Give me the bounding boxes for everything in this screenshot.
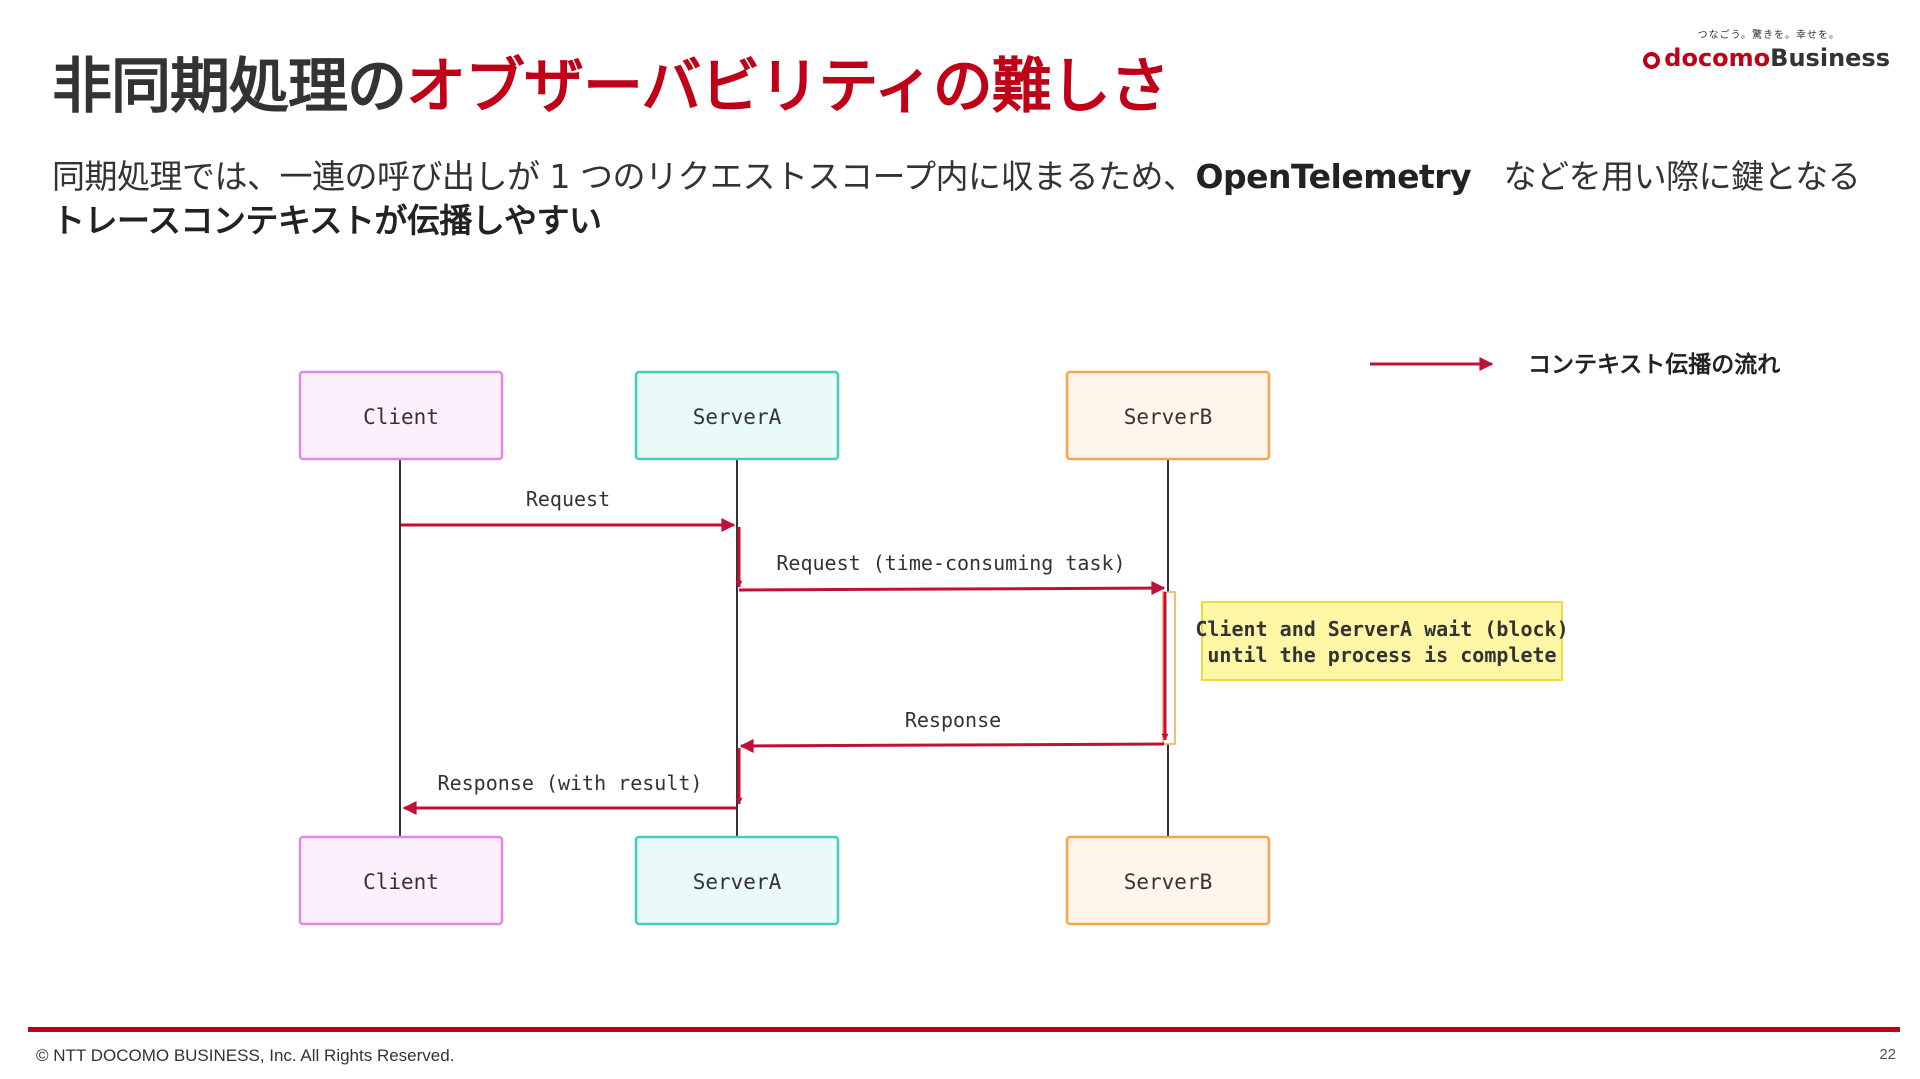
- title-main: 非同期処理の: [52, 52, 407, 122]
- logo-business: Business: [1770, 44, 1890, 72]
- message-label-response: Response: [905, 708, 1001, 732]
- participant-label: Client: [363, 870, 439, 894]
- slide-subtitle: 同期処理では、一連の呼び出しが 1 つのリクエストスコープ内に収まるため、Ope…: [52, 155, 1892, 243]
- slide-title: 非同期処理のオブザーバビリティの難しさ: [52, 44, 1170, 130]
- participant-label: ServerA: [693, 870, 782, 894]
- participant-client-top: [298, 370, 504, 461]
- participant-label: ServerB: [1124, 870, 1213, 894]
- logo-ring-icon: [1643, 52, 1661, 69]
- copyright-text: © NTT DOCOMO BUSINESS, Inc. All Rights R…: [36, 1046, 455, 1065]
- participant-label: ServerA: [693, 405, 782, 429]
- participant-serverb-top: [1065, 370, 1271, 461]
- blocking-note: [1201, 601, 1563, 681]
- participant-servera-top: [634, 370, 840, 461]
- footer-divider: [28, 1027, 1900, 1032]
- subtitle-bold-opentelemetry: OpenTelemetry: [1195, 157, 1472, 196]
- subtitle-part2: などを用い際に鍵となる: [1471, 157, 1861, 196]
- subtitle-part1: 同期処理では、一連の呼び出しが 1 つのリクエストスコープ内に収まるため、: [52, 157, 1196, 196]
- participant-client-bottom: [298, 835, 504, 926]
- message-label-request: Request: [526, 487, 610, 511]
- message-label-response-result: Response (with result): [438, 771, 703, 795]
- legend-label: コンテキスト伝播の流れ: [1528, 351, 1780, 378]
- participant-serverb-bottom: [1065, 835, 1271, 926]
- logo-docomo: docomo: [1664, 44, 1771, 72]
- participant-servera-bottom: [634, 835, 840, 926]
- page-number: 22: [1879, 1046, 1896, 1063]
- message-label-request-task: Request (time-consuming task): [776, 551, 1125, 575]
- title-accent: オブザーバビリティの難しさ: [406, 52, 1170, 122]
- message-arrow-request-task: [738, 581, 1166, 596]
- subtitle-bold-trace-context: トレースコンテキストが伝播しやすい: [52, 201, 602, 240]
- note-line2: until the process is complete: [1207, 643, 1556, 667]
- context-flow-response: [739, 738, 1165, 753]
- note-line1: Client and ServerA wait (block): [1195, 617, 1568, 641]
- logo-tagline: つなごう。驚きを。幸せを。: [1697, 30, 1840, 41]
- docomo-business-logo: つなごう。驚きを。幸せを。 docomoBusiness: [1643, 26, 1896, 116]
- participant-label: ServerB: [1124, 405, 1213, 429]
- participant-label: Client: [363, 405, 439, 429]
- logo-brand: docomoBusiness: [1643, 44, 1890, 72]
